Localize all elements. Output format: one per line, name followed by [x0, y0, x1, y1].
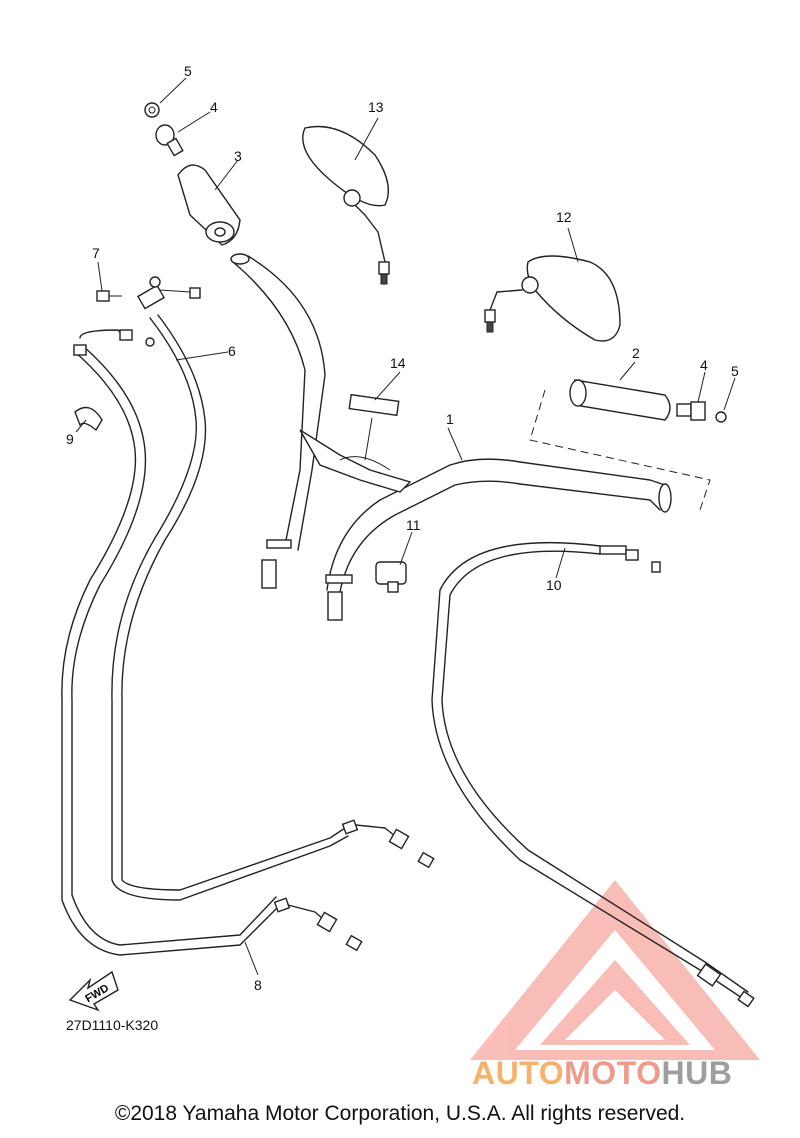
callout-14: 14	[390, 355, 406, 371]
throttle-cable	[61, 329, 363, 956]
watermark-moto: MOTO	[564, 1055, 662, 1091]
grip-left	[177, 164, 241, 246]
callout-5-right: 5	[731, 363, 739, 379]
callout-leaders	[75, 77, 736, 976]
fwd-arrow-icon: FWD	[68, 970, 119, 1012]
watermark-hub: HUB	[661, 1055, 733, 1091]
holder-bracket	[299, 393, 412, 493]
handlebar	[230, 253, 672, 621]
mirror-left	[302, 125, 390, 285]
watermark-logo	[470, 880, 760, 1060]
callout-5: 5	[184, 63, 192, 79]
mirror-right	[484, 255, 621, 342]
bolt	[96, 290, 122, 302]
grip-end-left	[144, 102, 184, 157]
callout-13: 13	[368, 99, 384, 115]
grip-right	[569, 379, 727, 423]
grip-dashline	[529, 389, 711, 511]
callout-8: 8	[254, 977, 262, 993]
callout-9: 9	[66, 431, 74, 447]
callout-6: 6	[228, 343, 236, 359]
callout-4-right: 4	[700, 357, 708, 373]
watermark-text: AUTOMOTOHUB	[472, 1055, 732, 1092]
callout-3: 3	[234, 148, 242, 164]
callout-2: 2	[632, 345, 640, 361]
callout-10: 10	[546, 577, 562, 593]
choke-cable	[431, 541, 755, 1008]
watermark-auto: AUTO	[472, 1055, 565, 1091]
callout-12: 12	[556, 209, 572, 225]
diagram-code: 27D1110-K320	[66, 1017, 159, 1033]
callout-7: 7	[92, 245, 100, 261]
callout-4: 4	[210, 99, 218, 115]
callout-labels: 5 4 3 13 12 7 6 14 2 4 5 1 9 11 10 8	[66, 63, 739, 993]
callout-11: 11	[406, 517, 421, 533]
copyright-notice: ©2018 Yamaha Motor Corporation, U.S.A. A…	[114, 1102, 686, 1125]
wire-clamp	[375, 561, 407, 593]
clutch-cable	[111, 276, 435, 901]
clamp	[74, 406, 103, 432]
callout-1: 1	[446, 411, 454, 427]
